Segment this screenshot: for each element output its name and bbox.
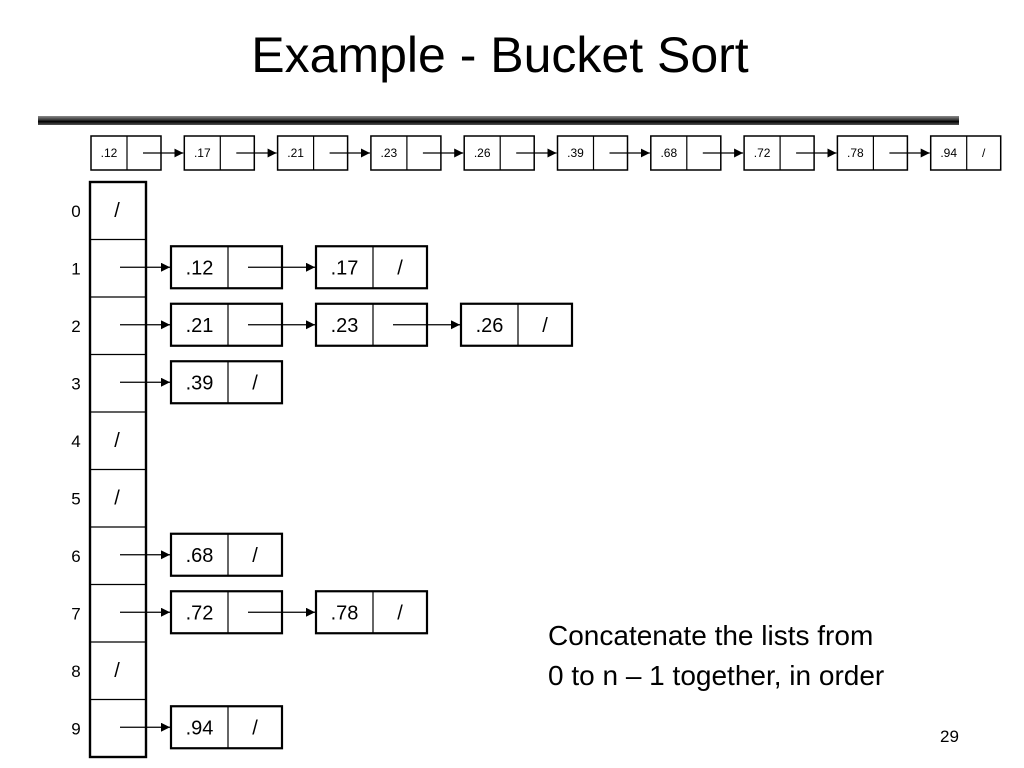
list-node-value-7-1: .78 (331, 602, 359, 624)
list-null-pointer-7: / (397, 602, 403, 624)
input-node-value-0: .12 (101, 146, 118, 160)
concatenate-caption: Concatenate the lists from 0 to n – 1 to… (548, 616, 884, 696)
input-null-pointer: / (982, 146, 986, 160)
list-node-7-1 (314, 590, 429, 635)
input-node-value-3: .23 (381, 146, 398, 160)
bucket-null-pointer-5: / (114, 487, 120, 509)
input-node-value-5: .39 (567, 146, 584, 160)
bucket-null-pointer-8: / (114, 660, 120, 682)
list-null-pointer-3: / (252, 372, 258, 394)
list-node-6-0 (169, 532, 284, 577)
list-null-pointer-2: / (542, 315, 548, 337)
list-node-value-9-0: .94 (186, 717, 214, 739)
bucket-index-2: 2 (71, 317, 80, 336)
bucket-index-0: 0 (71, 202, 80, 221)
list-null-pointer-1: / (397, 257, 403, 279)
bucket-index-7: 7 (71, 604, 80, 623)
list-node-value-2-1: .23 (331, 315, 359, 337)
list-null-pointer-9: / (252, 717, 258, 739)
list-node-2-1 (314, 302, 429, 347)
input-node-value-4: .26 (474, 146, 491, 160)
list-node-9-0 (169, 705, 284, 750)
bucket-index-8: 8 (71, 662, 80, 681)
input-node-value-8: .78 (847, 146, 864, 160)
bucket-index-6: 6 (71, 547, 80, 566)
bucket-index-9: 9 (71, 719, 80, 738)
list-node-2-2 (459, 302, 574, 347)
list-node-value-2-2: .26 (476, 315, 504, 337)
page-number: 29 (940, 727, 959, 746)
bucket-null-pointer-0: / (114, 200, 120, 222)
bucket-index-1: 1 (71, 259, 80, 278)
list-null-pointer-6: / (252, 545, 258, 567)
list-node-value-2-0: .21 (186, 315, 214, 337)
caption-line-2: 0 to n – 1 together, in order (548, 660, 885, 691)
input-node-value-1: .17 (194, 146, 211, 160)
title-divider (38, 116, 959, 125)
list-node-value-3-0: .39 (186, 372, 214, 394)
list-node-3-0 (169, 360, 284, 405)
list-node-value-6-0: .68 (186, 545, 214, 567)
list-node-1-1 (314, 245, 429, 290)
input-node-value-9: .94 (940, 146, 957, 160)
bucket-null-pointer-4: / (114, 430, 120, 452)
list-node-value-1-1: .17 (331, 257, 359, 279)
bucket-index-4: 4 (71, 432, 80, 451)
list-node-value-7-0: .72 (186, 602, 214, 624)
bucket-index-5: 5 (71, 489, 80, 508)
input-node-value-6: .68 (660, 146, 677, 160)
input-node-9 (929, 135, 1002, 171)
list-node-value-1-0: .12 (186, 257, 214, 279)
input-node-value-2: .21 (287, 146, 304, 160)
slide-title: Example - Bucket Sort (251, 27, 749, 83)
bucket-index-3: 3 (71, 374, 80, 393)
caption-line-1: Concatenate the lists from (548, 620, 874, 651)
input-node-value-7: .72 (754, 146, 771, 160)
